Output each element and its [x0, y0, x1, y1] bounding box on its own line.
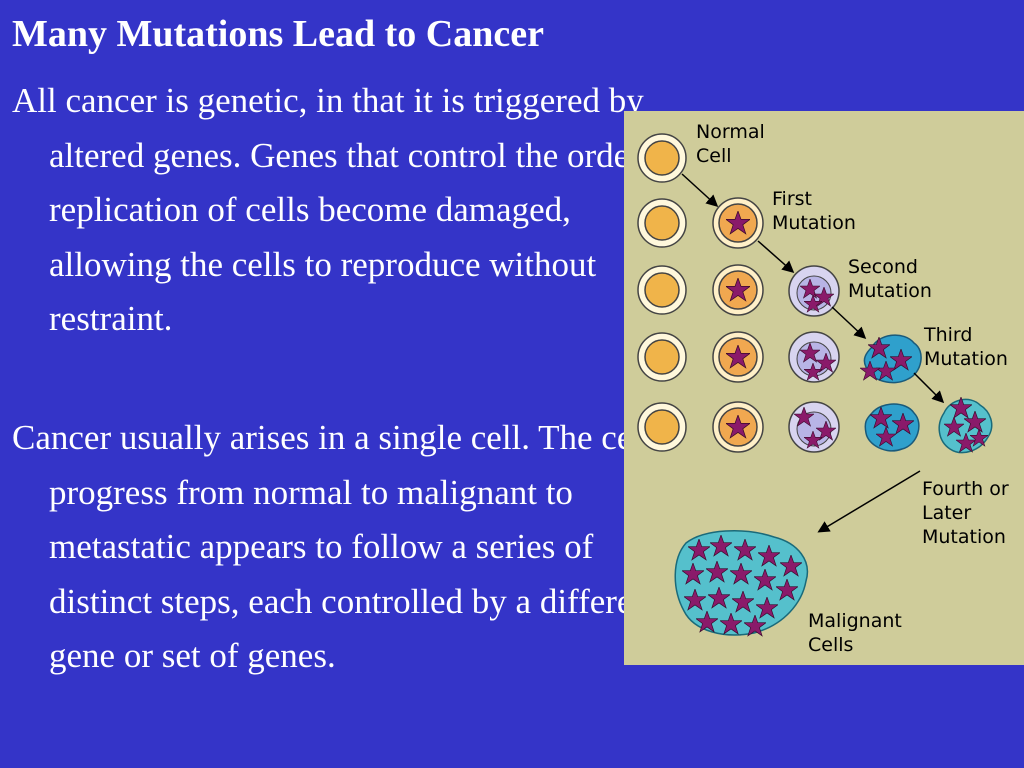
second-mutation-column: [788, 265, 840, 453]
first-mutation-cell: [712, 331, 764, 383]
malignant-cells-cluster: [674, 530, 809, 637]
normal-cell: [637, 133, 687, 183]
normal-cell: [637, 198, 687, 248]
body-paragraph-single-cell: Cancer usually arises in a single cell. …: [12, 418, 672, 675]
normal-cell: [637, 402, 687, 452]
third-mutation-column: [860, 334, 922, 452]
second-mutation-cell: [788, 401, 840, 453]
third-mutation-cell: [860, 334, 922, 384]
second-mutation-cell: [788, 331, 840, 383]
normal-cells-column: [637, 133, 687, 452]
second-mutation-cell: [788, 265, 840, 317]
first-mutation-cell: [712, 401, 764, 453]
first-mutation-cell: [712, 197, 764, 249]
slide-title: Many Mutations Lead to Cancer: [12, 13, 544, 55]
fourth-mutation-cell: [938, 397, 993, 454]
body-paragraph-genetic: All cancer is genetic, in that it is tri…: [12, 81, 669, 338]
progression-arrows: [681, 173, 945, 533]
first-mutation-column: [712, 197, 764, 453]
normal-cell: [637, 332, 687, 382]
normal-cell: [637, 265, 687, 315]
first-mutation-cell: [712, 264, 764, 316]
third-mutation-cell: [864, 403, 920, 452]
